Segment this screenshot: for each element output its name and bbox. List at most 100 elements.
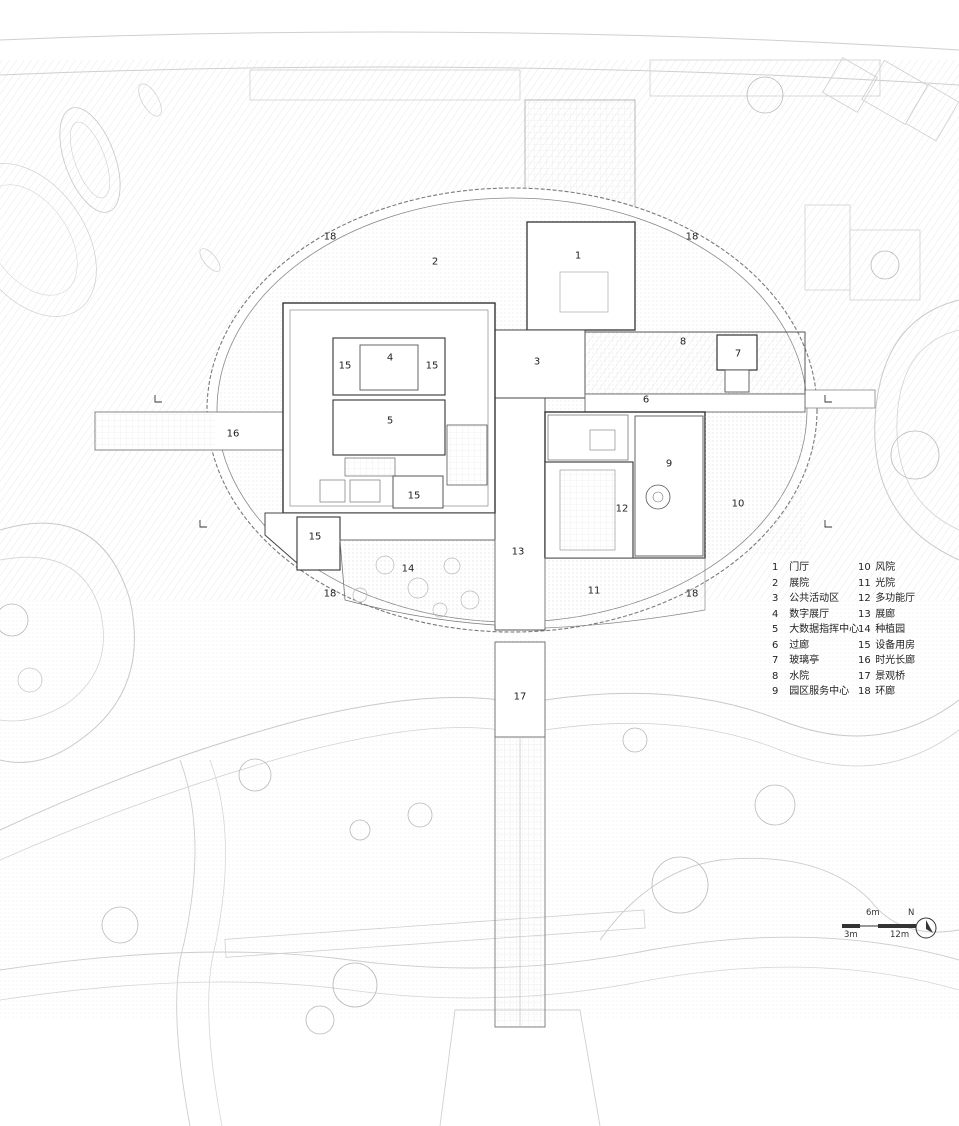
legend-item-label: 风院 xyxy=(875,562,896,573)
landscape-bridge xyxy=(494,641,546,1028)
label-8: 8 xyxy=(680,337,686,348)
label-15-b: 15 xyxy=(426,361,439,372)
legend-item: 10 风院 xyxy=(858,560,915,576)
label-14: 14 xyxy=(402,564,415,575)
label-18-c: 18 xyxy=(324,589,337,600)
legend-item-label: 展院 xyxy=(789,577,810,589)
label-13: 13 xyxy=(512,547,525,558)
legend-item-number: 5 xyxy=(772,624,779,635)
east-building xyxy=(544,411,706,559)
label-15-a: 15 xyxy=(339,361,352,372)
scale-top-label: 6m xyxy=(866,908,880,918)
legend-item: 14 种植园 xyxy=(858,622,915,638)
legend-item: 12 多功能厅 xyxy=(858,591,915,607)
legend-item-number: 4 xyxy=(772,608,779,620)
scale-right-label: 12m xyxy=(890,930,910,940)
legend-item-number: 7 xyxy=(772,655,779,666)
southwest-annex xyxy=(264,512,496,571)
legend-item-label: 设备用房 xyxy=(875,639,916,651)
legend-item: 6 过廊 xyxy=(772,638,859,654)
label-9: 9 xyxy=(666,459,672,470)
label-5: 5 xyxy=(387,416,393,427)
planting-garden xyxy=(339,539,496,626)
legend-item: 4 数字展厅 xyxy=(772,607,859,623)
corner-markers xyxy=(154,395,832,528)
legend-item-label: 门厅 xyxy=(789,562,810,573)
legend-item-number: 9 xyxy=(772,686,779,697)
legend-item-number: 3 xyxy=(772,593,779,604)
legend-item-label: 水院 xyxy=(789,670,810,682)
label-15-d: 15 xyxy=(309,532,322,543)
legend-item-label: 时光长廊 xyxy=(875,655,916,666)
legend-item-number: 10 xyxy=(858,562,871,573)
scale-bar-graphic xyxy=(842,917,937,939)
label-15-c: 15 xyxy=(408,491,421,502)
legend-item: 5 大数据指挥中心 xyxy=(772,622,859,638)
legend-item-number: 11 xyxy=(858,577,871,589)
legend-item: 1 门厅 xyxy=(772,560,859,576)
legend-item-number: 16 xyxy=(858,655,871,666)
label-12: 12 xyxy=(616,504,629,515)
legend-item: 9 园区服务中心 xyxy=(772,684,859,700)
landscape-background xyxy=(0,31,959,1126)
scale-bar: 6m 3m 12m N xyxy=(838,908,948,942)
legend-item: 16 时光长廊 xyxy=(858,653,915,669)
label-4: 4 xyxy=(387,353,393,364)
wind-court xyxy=(705,414,805,556)
north-label: N xyxy=(908,908,915,918)
passage xyxy=(584,393,806,413)
label-2: 2 xyxy=(432,257,438,268)
light-court xyxy=(544,557,706,629)
time-corridor xyxy=(94,411,291,451)
label-3: 3 xyxy=(534,357,540,368)
legend-item-number: 6 xyxy=(772,639,779,651)
legend-item-number: 13 xyxy=(858,608,871,620)
label-16: 16 xyxy=(227,429,240,440)
legend-item-number: 18 xyxy=(858,686,871,697)
legend-item: 3 公共活动区 xyxy=(772,591,859,607)
legend-item-number: 12 xyxy=(858,593,871,604)
legend-item: 17 景观桥 xyxy=(858,669,915,685)
label-6: 6 xyxy=(643,395,649,406)
label-11: 11 xyxy=(588,586,601,597)
legend-item-label: 展廊 xyxy=(875,608,896,620)
label-17: 17 xyxy=(514,692,527,703)
legend-item-label: 大数据指挥中心 xyxy=(789,624,860,635)
legend-item-label: 数字展厅 xyxy=(789,608,830,620)
legend-item: 7 玻璃亭 xyxy=(772,653,859,669)
legend-item-label: 公共活动区 xyxy=(789,593,840,604)
label-1: 1 xyxy=(575,251,581,262)
legend-item-label: 景观桥 xyxy=(875,670,906,682)
room-labels: 1 2 3 4 5 6 7 8 9 10 11 12 13 14 15 15 1… xyxy=(227,232,745,703)
label-7: 7 xyxy=(735,349,741,360)
label-18-d: 18 xyxy=(686,589,699,600)
legend-item-number: 8 xyxy=(772,670,779,682)
legend-item-label: 玻璃亭 xyxy=(789,655,820,666)
east-corridor xyxy=(804,389,876,409)
legend-item-number: 17 xyxy=(858,670,871,682)
legend-item: 11 光院 xyxy=(858,576,915,592)
legend-item-number: 1 xyxy=(772,562,779,573)
water-court xyxy=(584,331,806,395)
legend-item-number: 2 xyxy=(772,577,779,589)
glass-pavilion xyxy=(716,334,758,393)
legend-item-label: 多功能厅 xyxy=(875,593,916,604)
legend-item: 8 水院 xyxy=(772,669,859,685)
legend-item: 13 展廊 xyxy=(858,607,915,623)
scale-left-label: 3m xyxy=(844,930,858,940)
label-18-a: 18 xyxy=(324,232,337,243)
north-arrow-icon xyxy=(915,917,937,939)
legend-item-label: 园区服务中心 xyxy=(789,686,850,697)
label-18-b: 18 xyxy=(686,232,699,243)
legend-item-label: 环廊 xyxy=(875,686,896,697)
legend-item-label: 过廊 xyxy=(789,639,810,651)
label-10: 10 xyxy=(732,499,745,510)
legend-item: 2 展院 xyxy=(772,576,859,592)
legend-item: 15 设备用房 xyxy=(858,638,915,654)
lobby xyxy=(526,221,636,331)
legend-item-number: 14 xyxy=(858,624,871,635)
legend-item-label: 种植园 xyxy=(875,624,906,635)
legend-item-label: 光院 xyxy=(875,577,896,589)
